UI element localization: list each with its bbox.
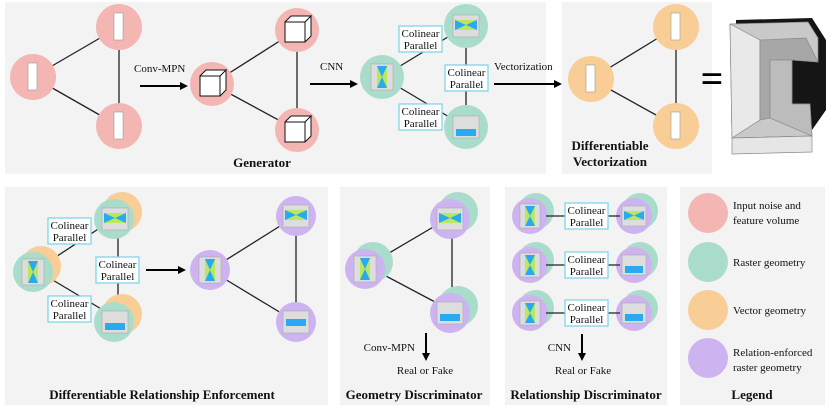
svg-text:Parallel: Parallel	[570, 217, 604, 229]
stacked-node	[345, 242, 393, 289]
vectorization-title-line2: Vectorization	[573, 154, 648, 169]
pair-row: Colinear Parallel	[512, 242, 658, 283]
svg-text:Raster geometry: Raster geometry	[733, 257, 806, 269]
conv-mpn-label: Conv-MPN	[134, 63, 185, 75]
building-3d-model	[729, 18, 826, 155]
relationship-discriminator-pairs: Colinear Parallel Colinear Parallel	[512, 193, 658, 331]
vectorization-title-line1: Differentiable	[571, 138, 648, 153]
svg-text:Colinear: Colinear	[51, 220, 89, 232]
raster-node	[360, 55, 404, 99]
dre-title: Differentiable Relationship Enforcement	[49, 387, 275, 402]
svg-text:Parallel: Parallel	[404, 118, 438, 130]
relation-enforced-node	[276, 196, 316, 236]
svg-text:Colinear: Colinear	[99, 259, 137, 271]
vector-graph	[568, 4, 699, 149]
svg-text:Colinear: Colinear	[568, 205, 606, 217]
cnn-label: CNN	[320, 61, 343, 73]
noise-node	[96, 4, 142, 50]
geometry-discriminator-graph	[345, 192, 478, 333]
overlapped-node	[13, 246, 61, 292]
input-noise-graph	[10, 4, 142, 149]
svg-text:raster geometry: raster geometry	[733, 362, 802, 374]
vectorization-label: Vectorization	[494, 61, 553, 73]
feature-volume-node	[275, 8, 319, 52]
equals-sign: =	[701, 56, 724, 101]
svg-text:feature volume: feature volume	[733, 215, 799, 227]
svg-text:Colinear: Colinear	[402, 28, 440, 40]
relation-box: Colinear Parallel	[398, 103, 443, 131]
stacked-node	[430, 192, 478, 239]
legend-title: Legend	[731, 387, 773, 402]
feature-volume-graph	[190, 8, 319, 152]
relation-box: Colinear Parallel	[47, 295, 92, 323]
svg-text:Parallel: Parallel	[101, 271, 135, 283]
legend-item-vector: Vector geometry	[688, 290, 806, 330]
relationship-disc-arrow-label: CNN	[548, 342, 571, 354]
geometry-disc-title: Geometry Discriminator	[346, 387, 483, 402]
relation-enforced-node	[190, 250, 230, 290]
pair-row: Colinear Parallel	[512, 290, 658, 331]
raster-node	[444, 4, 488, 48]
relation-box: Colinear Parallel	[398, 25, 443, 53]
stacked-node	[430, 286, 478, 333]
relation-box: Colinear Parallel	[444, 64, 489, 92]
raster-graph	[360, 4, 488, 149]
relation-enforced-node	[276, 302, 316, 342]
svg-text:Colinear: Colinear	[448, 67, 486, 79]
svg-text:Colinear: Colinear	[568, 302, 606, 314]
geometry-disc-result: Real or Fake	[397, 365, 453, 377]
svg-text:Parallel: Parallel	[570, 314, 604, 326]
svg-text:Input noise and: Input noise and	[733, 200, 801, 212]
vector-node	[568, 56, 614, 102]
relation-box: Colinear Parallel	[95, 256, 140, 284]
overlapped-node	[94, 294, 142, 342]
relation-box: Colinear Parallel	[47, 217, 92, 245]
relationship-disc-result: Real or Fake	[555, 365, 611, 377]
svg-text:Parallel: Parallel	[450, 79, 484, 91]
svg-text:Relation-enforced: Relation-enforced	[733, 347, 813, 359]
overlapped-node	[94, 192, 142, 239]
legend-item-input-noise: Input noise and feature volume	[688, 193, 801, 233]
feature-volume-node	[275, 108, 319, 152]
legend-item-raster: Raster geometry	[688, 242, 806, 282]
geometry-disc-arrow-label: Conv-MPN	[364, 342, 415, 354]
relationship-disc-title: Relationship Discriminator	[510, 387, 662, 402]
dre-output-graph	[190, 196, 316, 342]
svg-text:Parallel: Parallel	[53, 310, 87, 322]
noise-node	[96, 103, 142, 149]
dre-input-graph	[13, 192, 142, 342]
raster-node	[444, 105, 488, 149]
svg-text:Parallel: Parallel	[404, 40, 438, 52]
svg-text:Parallel: Parallel	[570, 266, 604, 278]
generator-title: Generator	[233, 155, 291, 170]
vector-node	[653, 4, 699, 50]
feature-volume-node	[190, 62, 234, 106]
svg-text:Colinear: Colinear	[402, 106, 440, 118]
svg-text:Colinear: Colinear	[51, 298, 89, 310]
pair-row: Colinear Parallel	[512, 193, 658, 234]
svg-text:Vector geometry: Vector geometry	[733, 305, 806, 317]
svg-text:Colinear: Colinear	[568, 254, 606, 266]
noise-node	[10, 54, 56, 100]
legend: Input noise and feature volume Raster ge…	[688, 193, 813, 402]
svg-text:Parallel: Parallel	[53, 232, 87, 244]
legend-item-relation-enforced: Relation-enforced raster geometry	[688, 338, 813, 378]
vector-node	[653, 103, 699, 149]
